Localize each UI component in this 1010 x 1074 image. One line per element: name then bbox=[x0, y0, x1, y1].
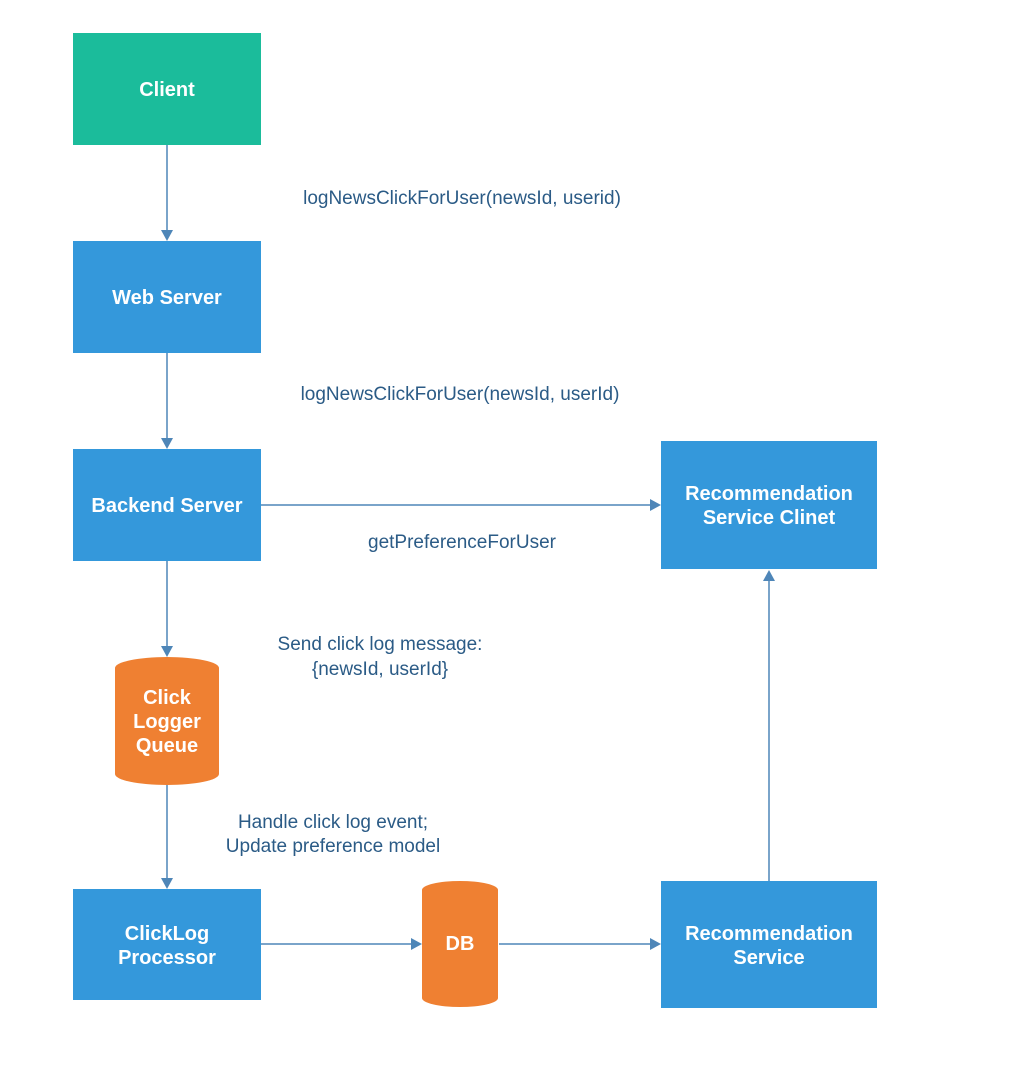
edge-recommendation-service-to-recommendation-client bbox=[763, 570, 775, 881]
text-line: Update preference model bbox=[226, 836, 440, 857]
edge-label-backend-to-recclient: getPreferenceForUser bbox=[368, 532, 557, 553]
edge-label-backend-to-queue: Send click log message: {newsId, userId} bbox=[278, 634, 483, 680]
web-server-label: Web Server bbox=[112, 287, 222, 309]
text-line: DB bbox=[446, 933, 475, 955]
recommendation-service-box bbox=[661, 881, 877, 1008]
db-label: DB bbox=[446, 933, 475, 955]
edge-client-to-web-server bbox=[161, 145, 173, 241]
text-line: Send click log message: bbox=[278, 634, 483, 655]
node-client: Client bbox=[73, 33, 261, 145]
text-line: Service bbox=[733, 947, 804, 969]
text-line: Queue bbox=[136, 735, 198, 757]
text-line: Recommendation bbox=[685, 483, 853, 505]
text-line: {newsId, userId} bbox=[312, 659, 448, 680]
text-line: Processor bbox=[118, 947, 216, 969]
node-web-server: Web Server bbox=[73, 241, 261, 353]
edge-label-queue-to-processor: Handle click log event; Update preference… bbox=[226, 812, 440, 857]
text-line: Logger bbox=[133, 711, 201, 733]
web-server-box bbox=[73, 241, 261, 353]
text-line: Backend Server bbox=[91, 495, 242, 517]
text-line: logNewsClickForUser(newsId, userid) bbox=[303, 188, 621, 209]
edge-backend-server-to-recommendation-client bbox=[261, 499, 661, 511]
recommendation-client-box bbox=[661, 441, 877, 569]
backend-server-box bbox=[73, 449, 261, 561]
edge-backend-server-to-click-logger-queue bbox=[161, 561, 173, 657]
client-box bbox=[73, 33, 261, 145]
text-line: Handle click log event; bbox=[238, 812, 428, 833]
text-line: Web Server bbox=[112, 287, 222, 309]
backend-server-label: Backend Server bbox=[91, 495, 242, 517]
edge-web-server-to-backend-server bbox=[161, 353, 173, 449]
click-logger-queue-cylinder bbox=[115, 657, 219, 785]
db-cylinder bbox=[422, 881, 498, 1007]
edge-label-web-to-backend: logNewsClickForUser(newsId, userId) bbox=[301, 384, 620, 405]
text-line: ClickLog bbox=[125, 923, 209, 945]
node-backend-server: Backend Server bbox=[73, 449, 261, 561]
edge-clicklog-processor-to-db bbox=[261, 938, 422, 950]
node-db: DB bbox=[422, 881, 498, 1007]
edge-click-logger-queue-to-clicklog-processor bbox=[161, 785, 173, 889]
text-line: getPreferenceForUser bbox=[368, 532, 557, 553]
text-line: logNewsClickForUser(newsId, userId) bbox=[301, 384, 620, 405]
clicklog-processor-box bbox=[73, 889, 261, 1000]
client-label: Client bbox=[139, 79, 195, 101]
text-line: Client bbox=[139, 79, 195, 101]
edge-db-to-recommendation-service bbox=[499, 938, 661, 950]
text-line: Click bbox=[143, 687, 192, 709]
text-line: Recommendation bbox=[685, 923, 853, 945]
edge-label-client-to-web: logNewsClickForUser(newsId, userid) bbox=[303, 188, 621, 209]
text-line: Service Clinet bbox=[703, 507, 836, 529]
